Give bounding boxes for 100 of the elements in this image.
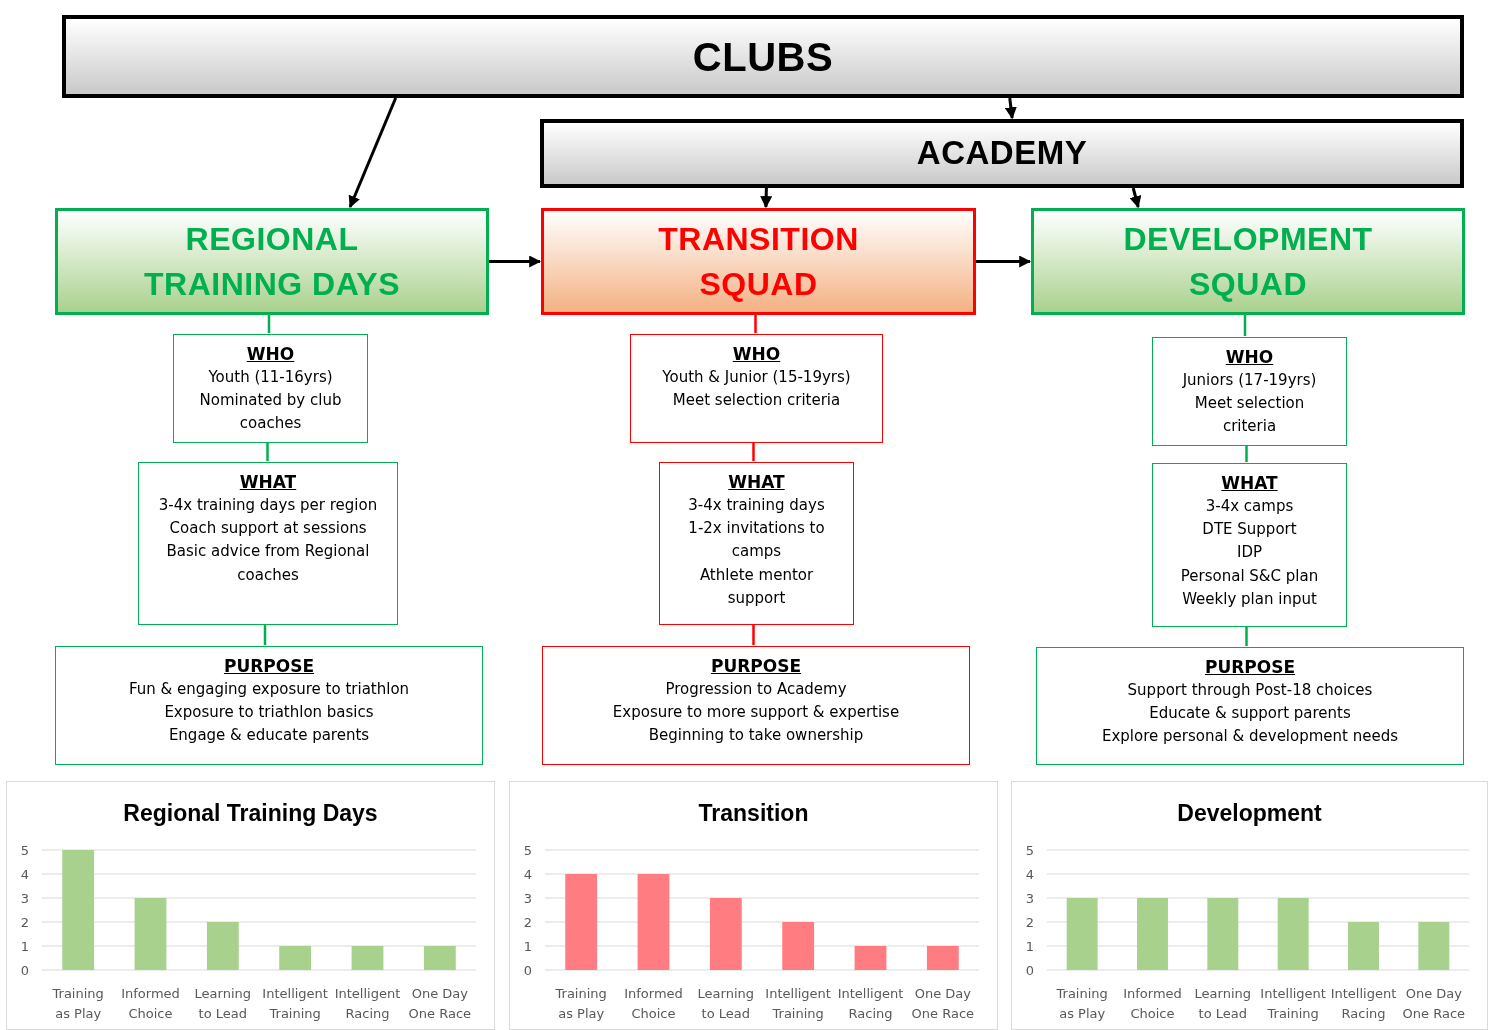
- chart-title: Development: [1177, 800, 1322, 826]
- connector-line: [752, 625, 755, 645]
- info-box: [1152, 463, 1347, 627]
- axis-tick-label: 4: [20, 867, 29, 882]
- stage-box: [541, 208, 976, 315]
- category-label: Informed Choice: [121, 986, 180, 1021]
- category-label: Intelligent Racing: [334, 986, 401, 1021]
- category-label: Intelligent Training: [1260, 986, 1326, 1021]
- info-line: Exposure to triathlon basics: [164, 702, 374, 724]
- axis-tick-label: 2: [20, 915, 29, 930]
- info-box: [1152, 337, 1347, 446]
- info-box: [138, 462, 398, 625]
- arrow: [489, 255, 542, 268]
- info-line: Meet selection criteria: [672, 390, 841, 412]
- info-box: [55, 646, 483, 765]
- connector-line: [1245, 446, 1248, 462]
- section-heading: WHAT: [728, 471, 785, 494]
- info-box: [659, 462, 854, 625]
- info-line: Educate & support parents: [1149, 703, 1351, 725]
- axis-tick-label: 5: [20, 843, 29, 858]
- category-label: Training as Play: [555, 986, 607, 1021]
- info-line: 1-2x invitations to camps: [687, 518, 826, 563]
- axis-tick-label: 0: [1025, 963, 1034, 978]
- section-heading: WHAT: [1221, 472, 1278, 495]
- category-label: Intelligent Training: [262, 986, 328, 1021]
- info-line: DTE Support: [1202, 519, 1297, 541]
- category-label: Learning to Lead: [194, 986, 252, 1021]
- chart-title: Regional Training Days: [123, 800, 378, 826]
- stage-title: REGIONAL TRAINING DAYS: [143, 219, 401, 304]
- info-line: Exposure to more support & expertise: [612, 702, 900, 724]
- axis-tick-label: 1: [1025, 939, 1034, 954]
- info-line: Support through Post-18 choices: [1127, 679, 1373, 701]
- info-box: [173, 334, 368, 443]
- stage-title: CLUBS: [692, 33, 834, 81]
- arrow: [760, 187, 773, 209]
- info-line: Personal S&C plan: [1180, 565, 1319, 587]
- category-label: Training as Play: [1056, 986, 1108, 1021]
- info-line: Coach support at sessions: [169, 518, 367, 540]
- category-label: One Day One Race: [408, 986, 472, 1021]
- section-heading: PURPOSE: [1204, 656, 1296, 679]
- category-label: Intelligent Racing: [837, 986, 904, 1021]
- section-heading: WHO: [1225, 346, 1274, 369]
- connector-line: [1243, 315, 1247, 336]
- stage-title: DEVELOPMENT SQUAD: [1122, 219, 1374, 304]
- info-line: Weekly plan input: [1182, 588, 1317, 610]
- info-line: Nominated by club coaches: [198, 390, 343, 435]
- info-line: 3-4x training days per region: [158, 494, 378, 516]
- info-line: Progression to Academy: [665, 678, 847, 700]
- info-box: [542, 646, 970, 765]
- info-line: Engage & educate parents: [168, 725, 370, 747]
- stage-title: ACADEMY: [916, 133, 1088, 174]
- arrow: [1129, 187, 1142, 209]
- axis-tick-label: 1: [20, 939, 29, 954]
- arrow: [1004, 97, 1017, 120]
- info-line: Meet selection criteria: [1193, 393, 1306, 438]
- category-label: One Day One Race: [1402, 986, 1466, 1021]
- section-heading: PURPOSE: [223, 655, 315, 678]
- info-line: Youth (11-16yrs): [208, 366, 333, 388]
- connector-line: [266, 443, 269, 461]
- header-banner: [62, 15, 1464, 98]
- category-label: Intelligent Training: [765, 986, 831, 1021]
- stage-title: TRANSITION SQUAD: [657, 219, 860, 304]
- info-line: Juniors (17-19yrs): [1182, 369, 1317, 391]
- info-box: [630, 334, 883, 443]
- axis-tick-label: 0: [523, 963, 532, 978]
- connector-line: [754, 315, 757, 333]
- axis-tick-label: 3: [1025, 891, 1034, 906]
- stage-box: [55, 208, 489, 315]
- info-line: Beginning to take ownership: [648, 725, 864, 747]
- arrow: [976, 255, 1032, 268]
- axis-tick-label: 4: [1025, 867, 1034, 882]
- axis-tick-label: 5: [523, 843, 532, 858]
- section-heading: WHAT: [239, 471, 297, 494]
- connector-line: [1245, 627, 1248, 646]
- info-box: [1036, 647, 1464, 765]
- axis-tick-label: 1: [523, 939, 532, 954]
- category-label: Intelligent Racing: [1330, 986, 1397, 1021]
- info-line: Athlete mentor support: [698, 564, 815, 609]
- info-line: IDP: [1237, 542, 1262, 564]
- axis-tick-label: 3: [20, 891, 29, 906]
- axis-tick-label: 5: [1025, 843, 1034, 858]
- category-label: Training as Play: [52, 986, 104, 1021]
- info-line: Explore personal & development needs: [1101, 726, 1399, 748]
- info-line: Basic advice from Regional coaches: [165, 541, 371, 586]
- category-label: Informed Choice: [1123, 986, 1182, 1021]
- info-line: Fun & engaging exposure to triathlon: [128, 678, 410, 700]
- connector-line: [752, 443, 755, 461]
- axis-tick-label: 0: [20, 963, 29, 978]
- stage-box: [1031, 208, 1465, 315]
- info-line: 3-4x camps: [1205, 495, 1294, 517]
- axis-tick-label: 4: [523, 867, 532, 882]
- section-heading: WHO: [732, 343, 781, 366]
- section-heading: WHO: [246, 343, 295, 366]
- section-heading: PURPOSE: [710, 655, 802, 678]
- axis-tick-label: 2: [1025, 915, 1034, 930]
- category-label: Informed Choice: [624, 986, 683, 1021]
- connector-line: [263, 625, 267, 645]
- header-banner: [540, 119, 1464, 188]
- chart-title: Transition: [698, 800, 809, 826]
- arrow: [348, 97, 398, 209]
